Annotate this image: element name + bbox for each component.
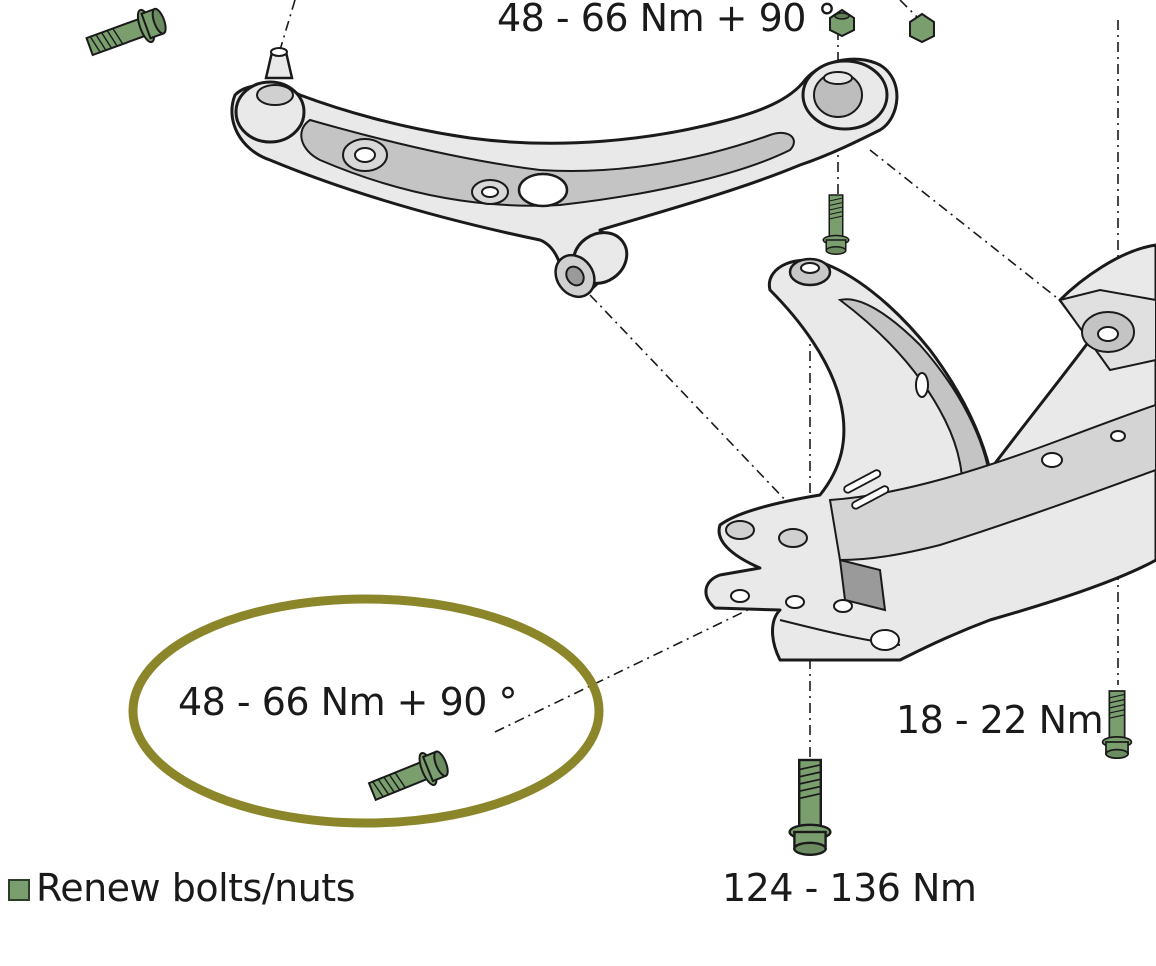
- bolt-right: [1101, 690, 1133, 760]
- torque-label-bottom: 124 - 136 Nm: [722, 866, 977, 910]
- torque-label-right: 18 - 22 Nm: [896, 698, 1104, 742]
- bolt-top-left: [82, 2, 171, 64]
- torque-label-top: 48 - 66 Nm + 90 °: [497, 0, 837, 40]
- legend-text: Renew bolts/nuts: [36, 866, 356, 910]
- lower-control-arm: [230, 47, 899, 299]
- legend: Renew bolts/nuts: [8, 866, 356, 910]
- nut-top-center: [829, 8, 855, 38]
- bolt-arm-front: [822, 194, 850, 255]
- highlight-ring: [128, 594, 604, 828]
- nut-top-right: [909, 12, 935, 44]
- subframe: [704, 243, 1156, 662]
- bolt-circled: [365, 745, 453, 809]
- legend-swatch: [8, 879, 30, 901]
- leader-lines: [279, 0, 1119, 760]
- bolt-bottom: [788, 758, 832, 856]
- torque-label-circled: 48 - 66 Nm + 90 °: [178, 680, 518, 724]
